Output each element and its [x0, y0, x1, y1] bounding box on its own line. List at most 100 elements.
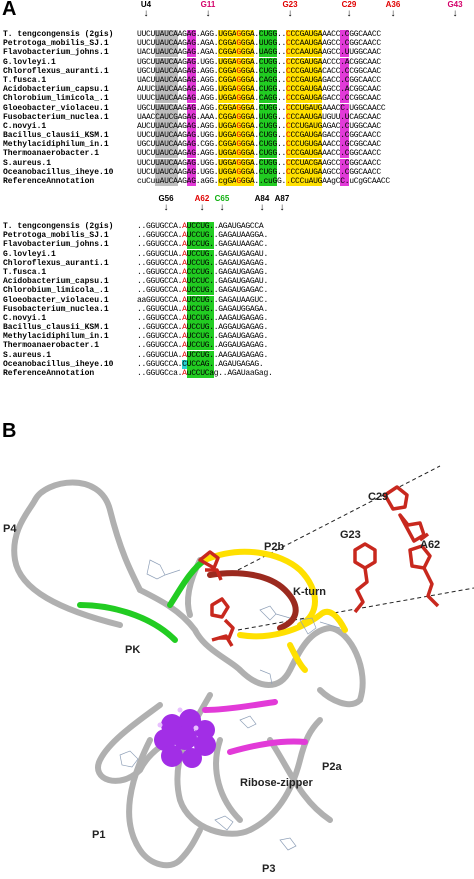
- sequence-name: S.aureus.1: [3, 158, 52, 168]
- marker-g56: G56↓: [151, 194, 181, 213]
- sequence-name: Chloroflexus_auranti.1: [3, 258, 109, 268]
- label-a62: A62: [420, 539, 440, 551]
- marker-label: G23: [282, 0, 298, 9]
- sequence: ..GGUGCCA.CUCCAG..AGAUGAGAG.: [137, 359, 264, 369]
- label-pk: PK: [125, 644, 140, 656]
- sequence: UACUUAUCAAGAG.AGA.CGGAGGGA.UAGG..CCCAAUG…: [137, 48, 381, 58]
- alignment-row: Thermoanaerobacter.1..GGUGCCA.AUCCUG..AG…: [0, 341, 474, 351]
- label-kturn: K-turn: [293, 586, 326, 598]
- alignment-block-1: U4↓G11↓G23↓C29↓A36↓G43↓ T. tengcongensis…: [0, 0, 474, 186]
- marker-g23: G23↓: [275, 0, 305, 19]
- sequence-name: Methylacidiphilum_in.1: [3, 332, 109, 342]
- alignment-row: S.aureus.1..GGUGCUA.AUCCUG..AAGAUGAGAG.: [0, 350, 474, 360]
- label-p1: P1: [92, 829, 105, 841]
- kturn-yellow-strand: [237, 608, 348, 640]
- sequence: AUCUUAUCAAGAG.AGG.UGGAGGGA.CUGG..CCCUGAU…: [137, 121, 381, 131]
- sequence: UUCUUAUCAAGAG.UGG.UGGAGGGA.CUGG..CCCGAUG…: [137, 167, 381, 177]
- magenta-segment-2: [227, 738, 308, 755]
- marker-a36: A36↓: [378, 0, 408, 19]
- sequence-name: Chlorobium_limicola_.1: [3, 94, 109, 104]
- sequence: cuCuuAUCAAGAG.aGG.cgGAGGGA..cuGG..CCCuAU…: [137, 177, 390, 186]
- marker-c65: C65↓: [207, 194, 237, 213]
- sequence-name: Petrotoga_mobilis_SJ.1: [3, 231, 109, 241]
- sequence-name: C.novyi.1: [3, 313, 47, 323]
- marker-u4: U4↓: [131, 0, 161, 19]
- down-arrow-icon: ↓: [452, 8, 458, 19]
- sequence-name: T. tengcongensis (2gis): [3, 222, 114, 231]
- label-c29: C29: [368, 491, 388, 503]
- down-arrow-icon: ↓: [346, 8, 352, 19]
- sequence: aaGGUGCCA.AUCCUG..GAGAUAAGUC.: [137, 295, 268, 305]
- sequence-name: Petrotoga_mobilis_SJ.1: [3, 39, 109, 49]
- label-p2a: P2a: [322, 761, 342, 773]
- marker-a62: A62↓: [187, 194, 217, 213]
- sequence-name: ReferenceAnnotation: [3, 177, 95, 186]
- sequence-name: Oceanobacillus_iheye.10: [3, 167, 114, 177]
- sequence: ..GGUGCCA.AUCCUG..GAGAUGAGAG.: [137, 258, 268, 268]
- sequence-name: Flavobacterium_johns.1: [3, 240, 109, 250]
- sequence-name: Fusobacterium_nuclea.1: [3, 112, 109, 122]
- label-ribose-zipper: Ribose-zipper: [240, 777, 313, 789]
- alignment-row: C.novyi.1 ..GGUGCCA.AUCCUG..AAGAUGAGAG.: [0, 313, 474, 323]
- alignment-row: Fusobacterium_nuclea.1 UAACCAUCGAGAG.AAA.…: [0, 112, 474, 122]
- alignment-row: Flavobacterium_johns.1..GGUGCCA.AUCCUG..…: [0, 240, 474, 250]
- sequence: UGCUUAUCAAGAG.AGG.CGGAGGGA.CUGG..CCCGAUG…: [137, 66, 381, 76]
- label-g23: G23: [340, 529, 361, 541]
- marker-label: G11: [200, 0, 216, 9]
- marker-label: U4: [140, 0, 152, 9]
- sequence: UGCUUAUCAAGAG.CGG.CGGAGGGA.CUGG..CCCUGUG…: [137, 140, 381, 150]
- sequence: UUUCUAUCAAGAG.AGG.UGGAGGGA.CAGG..CCCGAUG…: [137, 94, 381, 104]
- sequence: AUUCUAUCAAGAG.AGG.UGGAGGGA.CUGG..CCCGAUG…: [137, 85, 381, 95]
- pk-segment: [77, 602, 178, 643]
- sequence: UUCUUAUCAAGAG.AGG.UGGAGGGA.CUGG..CCCGAUG…: [137, 149, 381, 159]
- sequence-name: Gloeobacter_violaceu.1: [3, 103, 109, 113]
- sequence-name: C.novyi.1: [3, 121, 47, 131]
- sequence: ..GGUGCCA.AUCCUC..GAGAUGAGAU.: [137, 277, 268, 287]
- down-arrow-icon: ↓: [199, 202, 205, 213]
- alignment-row: T. tengcongensis (2gis)UUCUUAUCAAGAG.AGG…: [0, 30, 474, 39]
- sequence: ..GGUGCCA.AUCCUG..GAGAUGAGAC.: [137, 286, 268, 296]
- backbone-ribbon: [11, 479, 366, 869]
- marker-c29: C29↓: [334, 0, 364, 19]
- sequence: ..GGUGCCA.AUCCUG..GAGAUGAGAG.: [137, 332, 268, 342]
- alignment-1-rows: T. tengcongensis (2gis)UUCUUAUCAAGAG.AGG…: [0, 30, 474, 186]
- core-red-nucleotides: [198, 550, 235, 647]
- p2b-yellow-strand: [202, 548, 318, 628]
- marker-label: A87: [274, 194, 290, 203]
- marker-label: A36: [385, 0, 401, 9]
- sequence-name: Chlorobium_limicola_.1: [3, 286, 109, 296]
- sequence-name: Thermoanaerobacter.1: [3, 149, 100, 159]
- sequence: ..GGUGCCA.AUCCUG..AAGAUGAGAG.: [137, 313, 268, 323]
- alignment-row: Oceanobacillus_iheye.10 UUCUUAUCAAGAG.UGG…: [0, 167, 474, 177]
- sequence-name: Flavobacterium_johns.1: [3, 48, 109, 58]
- marker-g11: G11↓: [193, 0, 223, 19]
- alignment-row: Thermoanaerobacter.1 UUCUUAUCAAGAG.AGG.UG…: [0, 149, 474, 159]
- sequence-name: Fusobacterium_nuclea.1: [3, 304, 109, 314]
- alignment-row: Chloroflexus_auranti.1 ..GGUGCCA.AUCCUG..…: [0, 258, 474, 268]
- down-arrow-icon: ↓: [163, 202, 169, 213]
- alignment-row: G.lovleyi.1..GGUGCUA.AUCCUG..GAGAUGAGAU.: [0, 249, 474, 259]
- sequence-name: Bacillus_clausii_KSM.1: [3, 323, 109, 333]
- sequence-name: G.lovleyi.1: [3, 57, 56, 67]
- panel-label-a: A: [2, 0, 17, 20]
- marker-label: A84: [254, 194, 270, 203]
- sequence: UUCUUAUCAAGAG.AGG.UGGAGGGA.CUGG..CCCGAUG…: [137, 30, 381, 39]
- sequence: UGCUUAUCAAGAG.UGG.UGGAGGGA.CUGG..CCCGAUG…: [137, 57, 381, 67]
- down-arrow-icon: ↓: [143, 8, 149, 19]
- down-arrow-icon: ↓: [259, 202, 265, 213]
- sequence: UUCUUAUCAAGAG.AGA.CGGAGGGA.UUGG..CCCAAUG…: [137, 39, 381, 49]
- label-p4: P4: [3, 523, 17, 535]
- sequence-name: Gloeobacter_violaceu.1: [3, 295, 109, 305]
- sequence: UAACCAUCGAGAG.AAA.CGGAGGGA.UUGG..CCCAAUG…: [137, 112, 381, 122]
- sequence-name: Methylacidiphilum_in.1: [3, 140, 109, 150]
- sequence-name: Acidobacterium_capsu.1: [3, 85, 109, 95]
- alignment-2-markers: G56↓A62↓C65↓A84↓A87↓: [0, 194, 474, 222]
- down-arrow-icon: ↓: [287, 8, 293, 19]
- down-arrow-icon: ↓: [279, 202, 285, 213]
- sequence-name: G.lovleyi.1: [3, 249, 56, 259]
- alignment-row: Chlorobium_limicola_.1 ..GGUGCCA.AUCCUG..…: [0, 286, 474, 296]
